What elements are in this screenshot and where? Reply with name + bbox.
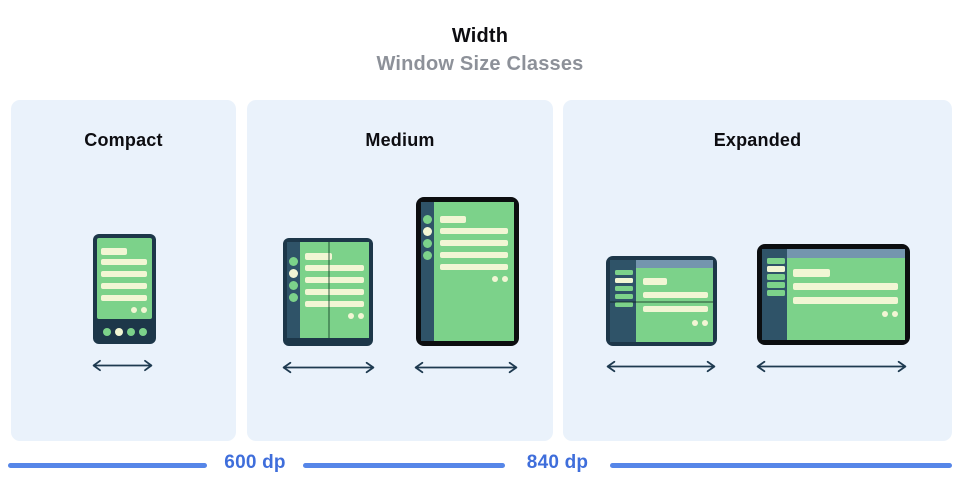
width-arrow-tablet	[414, 361, 518, 374]
fold-crease-vertical	[328, 242, 330, 338]
breakpoint-label-600dp: 600 dp	[224, 452, 286, 473]
content-title-line	[793, 269, 830, 277]
rail-dot	[289, 257, 298, 266]
content-text-line	[305, 265, 364, 271]
foldable-landscape-illustration	[606, 256, 717, 346]
width-arrow-phone	[92, 359, 153, 372]
nav-dot	[102, 327, 111, 336]
ruler-segment	[303, 463, 505, 468]
rail-dot	[423, 215, 432, 224]
width-arrow-tablet-landscape	[756, 360, 907, 373]
breakpoint-label-840dp: 840 dp	[526, 452, 589, 473]
content-text-line	[793, 297, 898, 304]
ruler-segment	[610, 463, 952, 468]
content-text-line	[440, 228, 508, 234]
nav-item-line	[615, 270, 633, 275]
content-title-line	[440, 216, 466, 223]
fold-crease-horizontal	[610, 301, 713, 303]
nav-item-line	[615, 302, 633, 307]
rail-dot	[423, 239, 432, 248]
content-text-line	[643, 306, 708, 312]
content-text-line	[305, 289, 364, 295]
nav-dot	[114, 327, 123, 336]
content-area	[636, 268, 713, 342]
phone-portrait-illustration	[93, 234, 156, 344]
content-title-line	[101, 248, 127, 255]
action-dots	[305, 313, 364, 319]
size-class-panel-medium: Medium	[247, 100, 553, 441]
rail-dot	[423, 251, 432, 260]
nav-item-line	[615, 286, 633, 291]
nav-item-line	[615, 294, 633, 299]
width-arrow-foldable-landscape	[606, 360, 716, 373]
tablet-portrait-illustration	[416, 197, 519, 346]
panel-label-compact: Compact	[84, 130, 163, 150]
content-title-line	[305, 253, 332, 260]
foldable-screen	[636, 260, 713, 342]
app-bar	[636, 260, 713, 268]
content-text-line	[305, 277, 364, 283]
nav-dot	[138, 327, 147, 336]
foldable-portrait-illustration	[283, 238, 373, 346]
diagram-title: Width	[451, 25, 509, 47]
diagram-subtitle: Window Size Classes	[376, 53, 584, 75]
size-class-panel-expanded: Expanded	[563, 100, 952, 441]
content-text-line	[643, 292, 708, 298]
nav-item-line	[767, 274, 785, 280]
content-text-line	[101, 283, 147, 289]
phone-screen	[97, 238, 152, 319]
action-dots	[793, 311, 898, 317]
action-dots	[643, 320, 708, 326]
nav-drawer	[610, 260, 636, 342]
size-class-panel-compact: Compact	[11, 100, 236, 441]
content-text-line	[101, 295, 147, 301]
nav-item-line	[767, 266, 785, 272]
content-text-line	[101, 259, 147, 265]
content-text-line	[793, 283, 898, 290]
nav-item-line	[767, 290, 785, 296]
foldable-screen	[300, 242, 369, 338]
phone-nav-bar	[97, 319, 152, 344]
nav-rail	[421, 202, 434, 341]
panel-label-medium: Medium	[365, 130, 435, 150]
nav-item-line	[615, 278, 633, 283]
content-area	[787, 258, 905, 340]
rail-dot	[289, 293, 298, 302]
action-dots	[440, 276, 508, 282]
nav-dot	[126, 327, 135, 336]
width-arrow-foldable	[282, 361, 375, 374]
app-bar	[787, 249, 905, 258]
panel-label-expanded: Expanded	[713, 130, 802, 150]
content-text-line	[440, 264, 508, 270]
nav-rail	[287, 242, 300, 338]
nav-item-line	[767, 258, 785, 264]
rail-dot	[289, 269, 298, 278]
action-dots	[101, 307, 147, 313]
tablet-screen	[434, 202, 514, 341]
rail-dot	[289, 281, 298, 290]
rail-dot	[423, 227, 432, 236]
ruler-segment	[8, 463, 207, 468]
nav-item-line	[767, 282, 785, 288]
content-text-line	[440, 252, 508, 258]
content-text-line	[101, 271, 147, 277]
content-title-line	[643, 278, 667, 285]
tablet-landscape-illustration	[757, 244, 910, 345]
nav-drawer	[762, 249, 787, 340]
tablet-screen	[787, 249, 905, 340]
content-text-line	[440, 240, 508, 246]
content-text-line	[305, 301, 364, 307]
